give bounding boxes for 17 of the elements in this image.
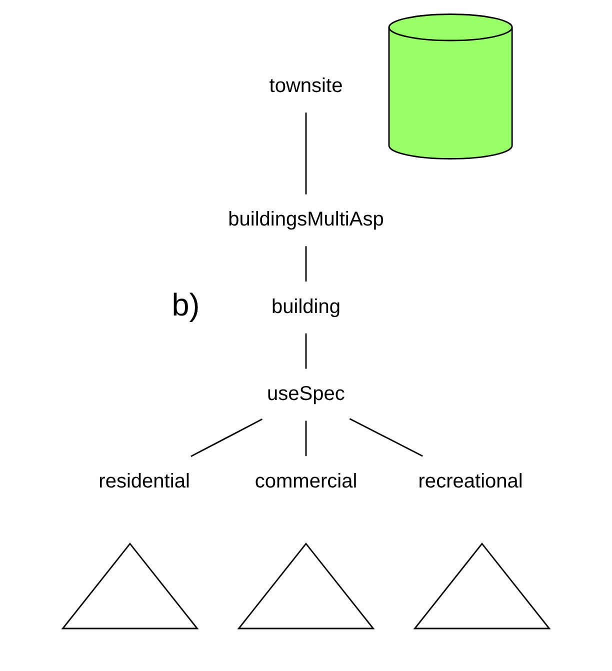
node-triangle [413, 542, 551, 630]
node-text: recreational [418, 470, 523, 492]
label: b) [172, 288, 200, 323]
node-text: commercial [254, 470, 358, 492]
node-text: townsite [269, 74, 343, 97]
connector [305, 333, 307, 369]
connector [190, 418, 263, 458]
node-triangle [237, 542, 375, 630]
connector [305, 420, 307, 456]
connector [305, 112, 307, 194]
node-text: building [272, 296, 340, 318]
node-text: useSpec [267, 383, 345, 406]
connector [349, 418, 423, 457]
node-text: buildingsMultiAsp [228, 208, 384, 231]
node-triangle [61, 542, 199, 630]
node-text: residential [98, 470, 190, 492]
connector [305, 246, 307, 282]
